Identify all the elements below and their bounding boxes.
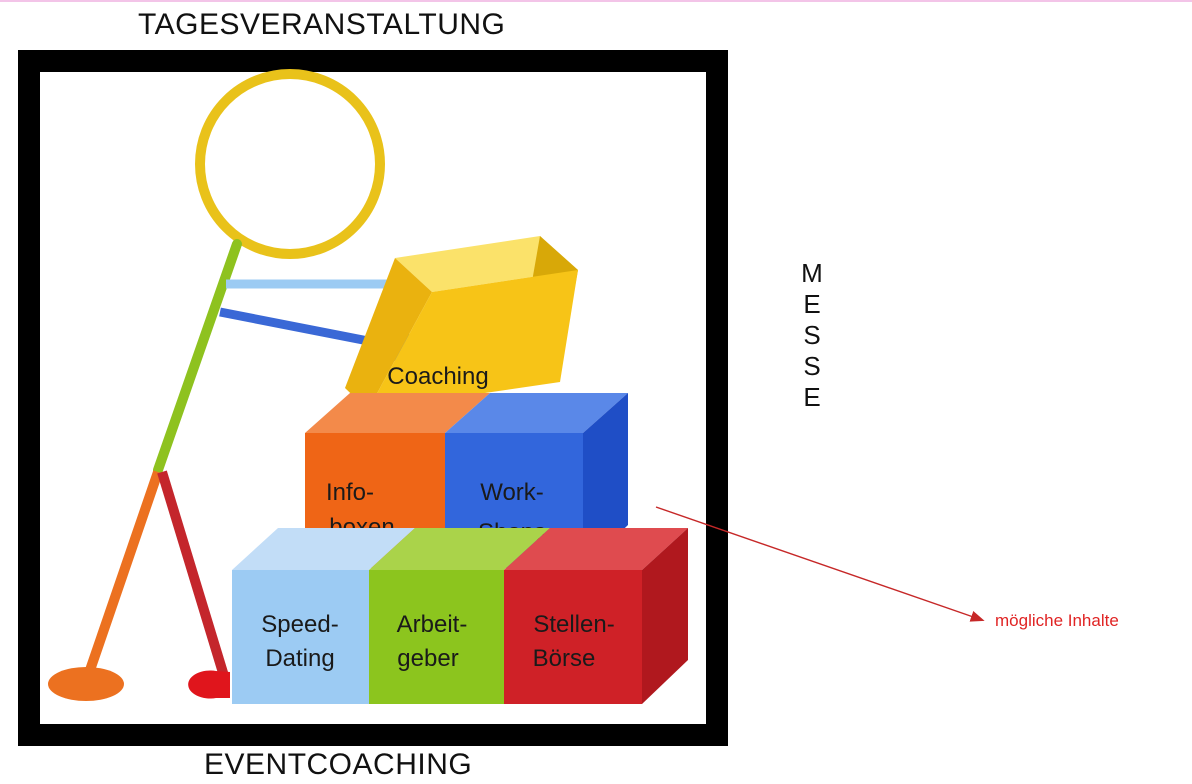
block-coaching: Coaching (345, 236, 578, 410)
label-arbeitgeber-2: geber (397, 645, 458, 672)
figure-foot-right (188, 670, 230, 699)
messe-letter-2: E (803, 289, 821, 319)
figure-head (195, 69, 385, 259)
label-stellenboerse-2: Börse (533, 645, 596, 672)
annotation-arrow (655, 506, 985, 622)
messe-letter-3: S (803, 320, 821, 350)
figure-foot-left (48, 667, 124, 701)
messe-letter-4: S (803, 351, 821, 381)
label-arbeitgeber-1: Arbeit- (397, 611, 468, 638)
label-coaching: Coaching (387, 363, 488, 390)
figure-leg-right (157, 470, 229, 678)
top-rule (0, 0, 1192, 2)
label-speeddating-2: Dating (265, 645, 334, 672)
label-stellenboerse-1: Stellen- (533, 611, 614, 638)
messe-letter-5: E (803, 382, 821, 412)
label-workshops-1: Work- (480, 479, 544, 506)
label-infoboxen-1: Info- (326, 479, 374, 506)
title-tagesveranstaltung: TAGESVERANSTALTUNG (138, 8, 506, 41)
side-label-messe: M E S S E (792, 258, 832, 413)
block-speeddating: Speed- Dating (232, 528, 415, 704)
title-eventcoaching: EVENTCOACHING (204, 748, 473, 781)
block-stellenboerse: Stellen- Börse (504, 528, 688, 704)
label-speeddating-1: Speed- (261, 611, 338, 638)
messe-letter-1: M (801, 258, 823, 288)
annotation-label: mögliche Inhalte (995, 611, 1119, 630)
figure-leg-left (83, 470, 163, 678)
block-arbeitgeber: Arbeit- geber (369, 528, 550, 704)
figure-torso (153, 239, 242, 475)
